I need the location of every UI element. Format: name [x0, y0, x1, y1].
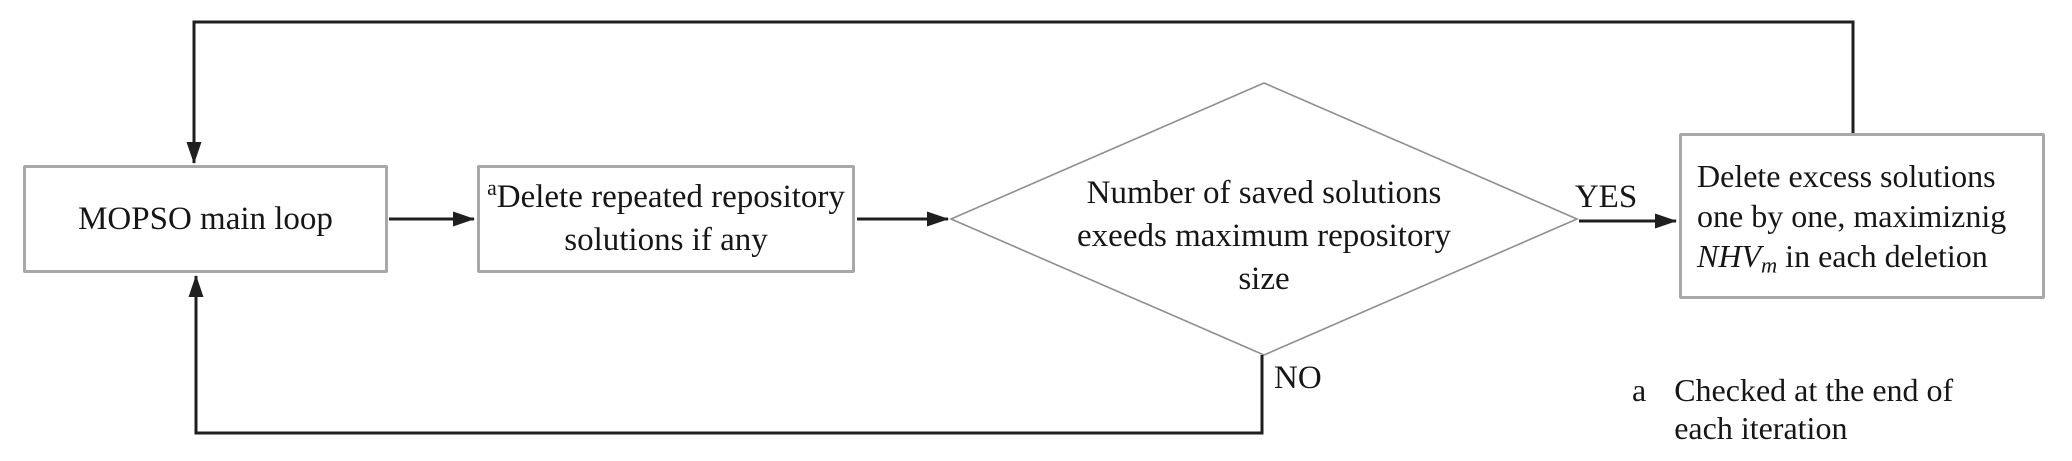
node-delete-excess-label: Delete excess solutions one by one, maxi… — [1697, 156, 2027, 276]
nhv-variable-subscript: m — [1761, 252, 1778, 278]
footnote-text: Checked at the end of each iteration — [1674, 372, 1954, 446]
node-decision-label: Number of saved solutions exeeds maximum… — [1077, 175, 1451, 297]
yes-edge-label: YES — [1574, 179, 1638, 215]
delete-excess-text-before: Delete excess solutions one by one, maxi… — [1697, 158, 2007, 234]
footnote-marker: a — [1632, 372, 1647, 408]
no-edge-label: NO — [1274, 360, 1322, 396]
footnote-marker-superscript: a — [487, 176, 497, 200]
node-mopso-label: MOPSO main loop — [78, 200, 333, 237]
no-return-connector — [188, 275, 1264, 435]
node-delete-repeated-text: Delete repeated repository solutions if … — [496, 179, 845, 258]
node-delete-excess: Delete excess solutions one by one, maxi… — [1679, 133, 2045, 299]
delete-excess-text-after: in each deletion — [1777, 238, 1988, 274]
nhv-variable: NHV — [1697, 238, 1761, 274]
node-delete-repeated-label: aDelete repeated repository solutions if… — [480, 176, 852, 262]
footnote: a Checked at the end of each iteration — [1632, 371, 1974, 447]
node-delete-repeated: aDelete repeated repository solutions if… — [477, 165, 855, 273]
loop-back-connector — [186, 20, 1855, 164]
decision-diamond-shape — [948, 82, 1580, 356]
node-mopso-main-loop: MOPSO main loop — [23, 165, 388, 273]
